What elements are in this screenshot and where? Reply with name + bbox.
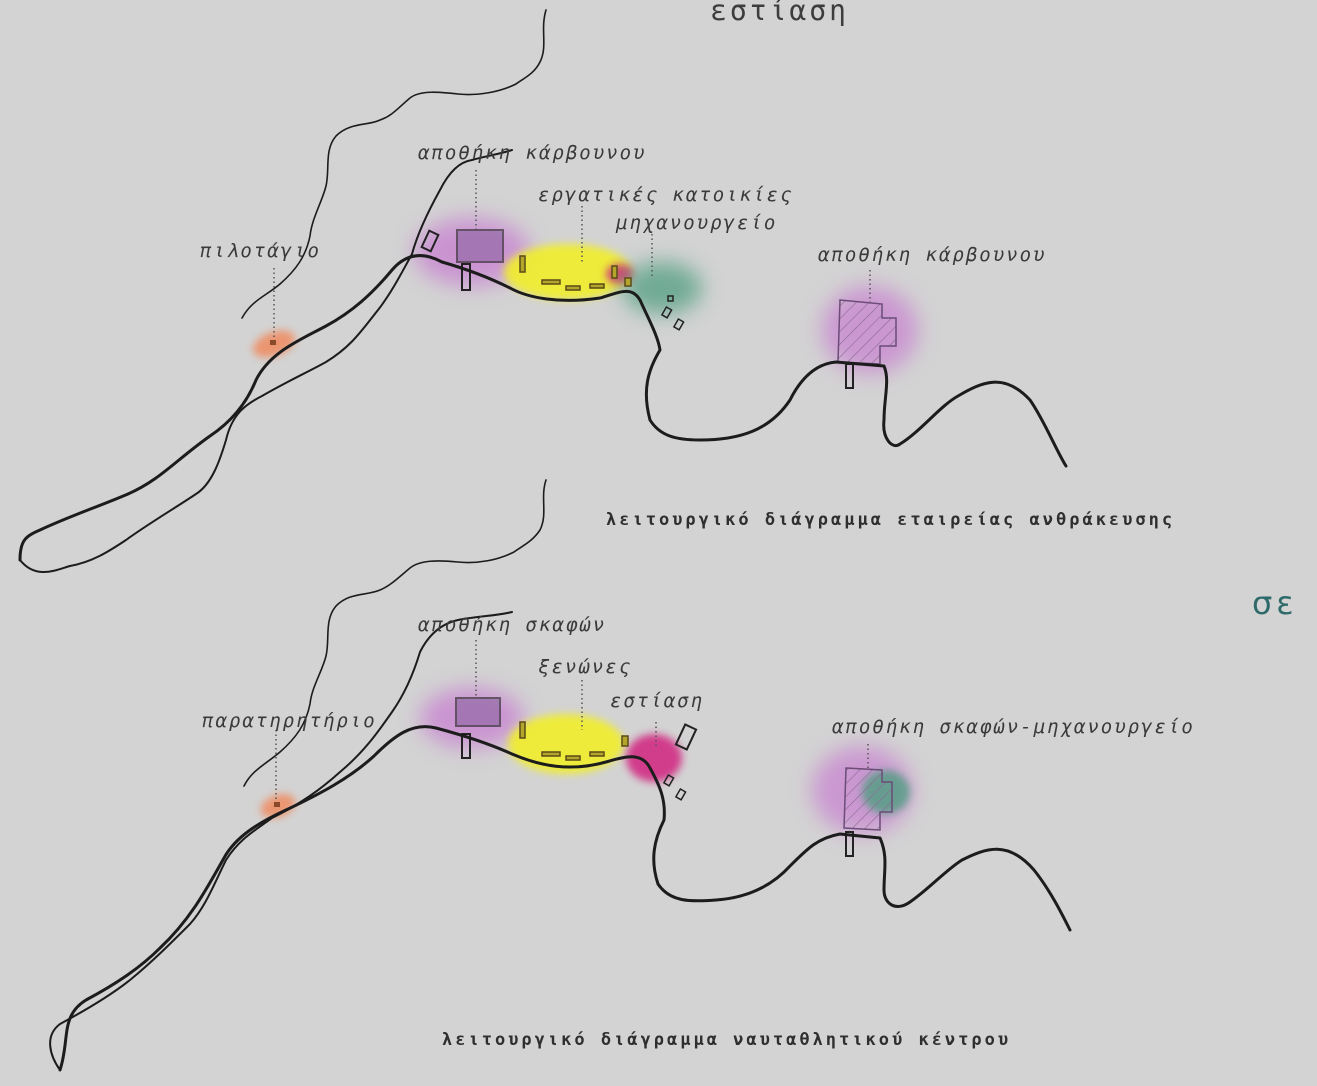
machine-shop-blocks xyxy=(660,295,685,331)
label-machine-shop: μηχανουργείο xyxy=(616,212,778,234)
label-dining: εστίαση xyxy=(610,690,705,712)
edge-caption: σε xyxy=(1252,584,1298,622)
machine-shop-zone xyxy=(622,262,702,314)
upper-leader-lines xyxy=(273,170,871,338)
lower-diagram-title: λειτουργικό διάγραμμα ναυταθλητικού κέντ… xyxy=(442,1030,1012,1050)
label-guest-houses: ξενώνες xyxy=(538,656,633,678)
upper-shoreline xyxy=(18,9,1068,573)
lower-west-pier xyxy=(461,733,471,759)
label-observatory: παρατηρητήριο xyxy=(202,710,377,732)
label-pilot-station: πιλοτάγιο xyxy=(200,240,321,262)
lower-small-shed xyxy=(674,723,698,751)
lower-shoreline xyxy=(49,479,1072,1072)
lower-diagram xyxy=(49,479,1072,1072)
upper-diagram xyxy=(18,9,1068,573)
upper-diagram-title: λειτουργικό διάγραμμα εταιρείας ανθράκευ… xyxy=(606,510,1176,530)
label-coal-storage-west: αποθήκη κάρβουνου xyxy=(418,142,647,164)
guest-house-blocks xyxy=(519,721,629,761)
top-caption: εστίαση xyxy=(710,0,850,27)
dining-blocks xyxy=(662,774,687,801)
pilot-station-mark xyxy=(270,340,276,345)
dining-zone xyxy=(626,734,682,782)
label-boat-storage-west: αποθήκη σκαφών xyxy=(418,614,607,636)
label-coal-storage-east: αποθήκη κάρβουνου xyxy=(818,244,1047,266)
small-shed xyxy=(420,229,440,253)
guest-houses-zone xyxy=(508,714,624,774)
label-worker-housing: εργατικές κατοικίες xyxy=(538,184,794,206)
lower-leader-lines xyxy=(275,640,869,800)
coal-storage-west-building xyxy=(456,229,504,263)
housing-blocks xyxy=(519,255,632,291)
boat-storage-workshop-building xyxy=(843,767,893,831)
boat-storage-west-building xyxy=(455,697,501,727)
label-boat-storage-workshop: αποθήκη σκαφών-μηχανουργείο xyxy=(832,716,1195,738)
lower-east-pier xyxy=(845,831,854,857)
observatory-mark xyxy=(274,802,280,807)
west-pier xyxy=(461,263,471,291)
